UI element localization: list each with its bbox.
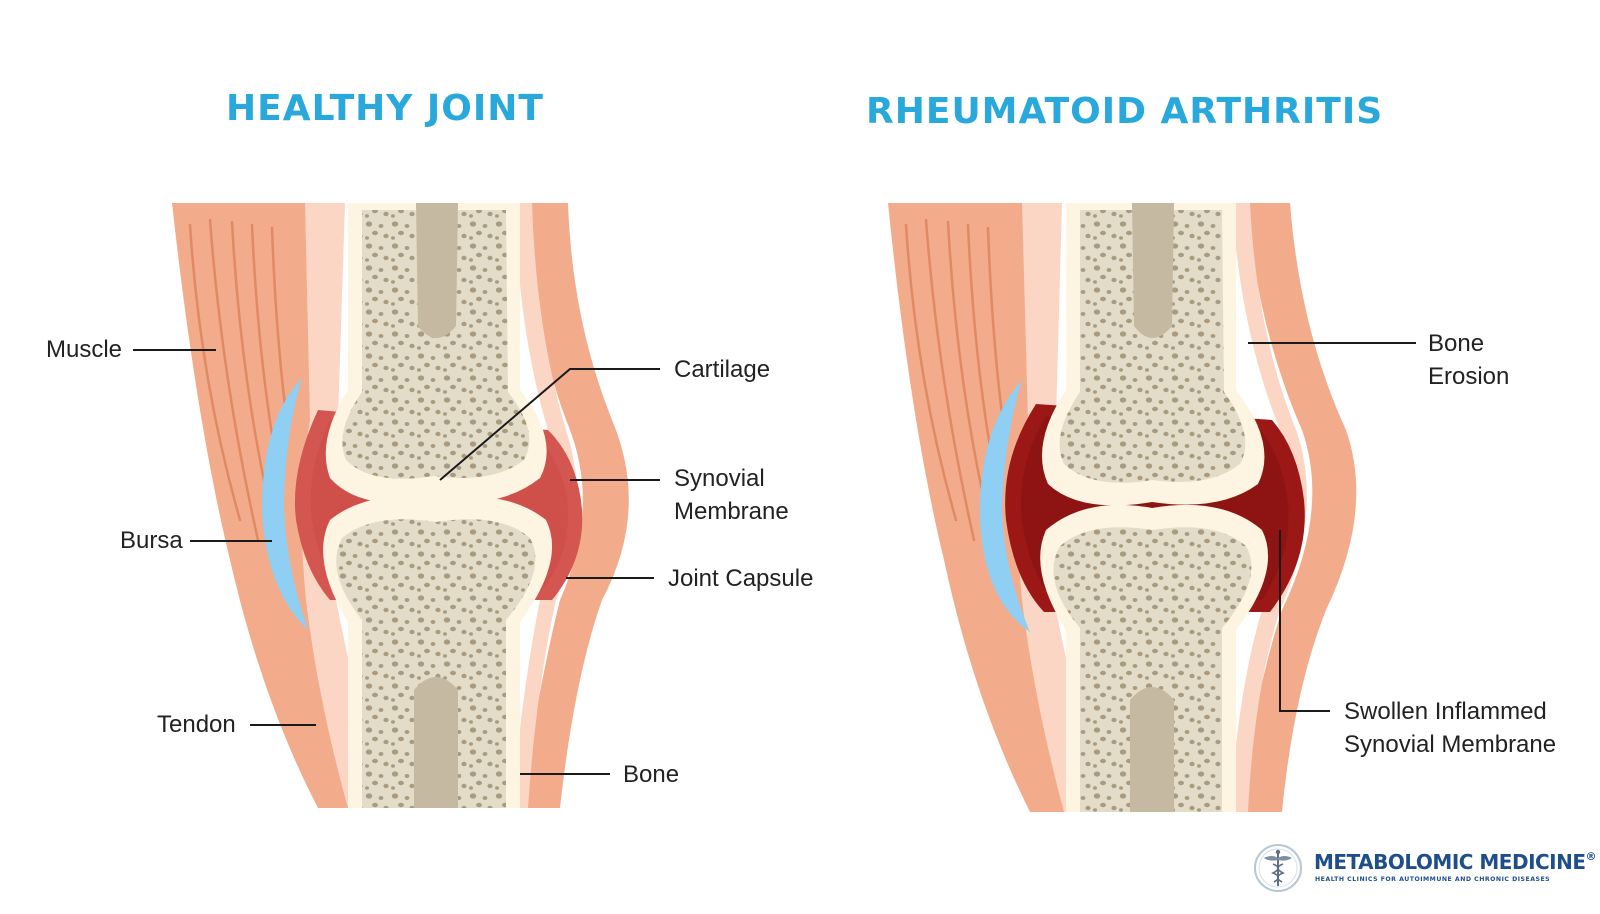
leader-cartilage — [439, 368, 660, 481]
label-bone: Bone — [623, 761, 680, 788]
rheumatoid-arthritis-title: RHEUMATOID ARTHRITIS — [866, 91, 1384, 132]
logo-brand-text: METABOLOMIC MEDICINE — [1314, 850, 1586, 874]
label-bone-erosion-line1: Bone — [1428, 330, 1485, 357]
healthy-joint-illustration — [172, 203, 629, 808]
label-synovial-membrane: Synovial Membrane — [674, 462, 789, 528]
arthritis-tendon-shape — [1018, 203, 1104, 812]
caduceus-icon — [1254, 844, 1302, 892]
arthritis-muscle-fibers — [904, 218, 1006, 542]
healthy-joint-title: HEALTHY JOINT — [226, 88, 544, 129]
arthritis-joint-illustration — [888, 203, 1357, 812]
label-swollen-line1: Swollen Inflammed — [1344, 698, 1547, 725]
arthritis-bursa-shape — [979, 380, 1030, 632]
healthy-upper-marrow — [416, 203, 458, 338]
label-swollen-line2: Synovial Membrane — [1344, 731, 1557, 758]
label-synovial-line2: Membrane — [674, 498, 789, 525]
label-muscle: Muscle — [46, 336, 123, 363]
healthy-tendon-shape — [301, 203, 388, 808]
label-tendon: Tendon — [157, 711, 236, 738]
logo-registered-mark: ® — [1585, 850, 1597, 863]
arthritis-lower-marrow — [1130, 687, 1174, 812]
healthy-lower-marrow — [414, 677, 458, 808]
logo-brand-name: METABOLOMIC MEDICINE® — [1314, 850, 1597, 874]
leader-swollen-synovial — [1279, 530, 1330, 712]
leader-lines — [133, 342, 1416, 775]
metabolomic-medicine-logo: METABOLOMIC MEDICINE® HEALTH CLINICS FOR… — [1252, 842, 1597, 902]
logo-tagline: HEALTH CLINICS FOR AUTOIMMUNE AND CHRONI… — [1315, 876, 1551, 883]
label-bone-erosion: Bone Erosion — [1428, 327, 1509, 393]
label-swollen-synovial-membrane: Swollen Inflammed Synovial Membrane — [1344, 695, 1556, 761]
healthy-bursa-shape — [262, 378, 308, 630]
label-bone-erosion-line2: Erosion — [1428, 363, 1510, 390]
label-cartilage: Cartilage — [674, 356, 771, 383]
label-bursa: Bursa — [120, 527, 183, 554]
healthy-muscle-fibers — [188, 218, 290, 542]
arthritis-upper-marrow — [1132, 203, 1174, 338]
label-joint-capsule: Joint Capsule — [668, 565, 814, 592]
label-synovial-line1: Synovial — [674, 465, 765, 492]
